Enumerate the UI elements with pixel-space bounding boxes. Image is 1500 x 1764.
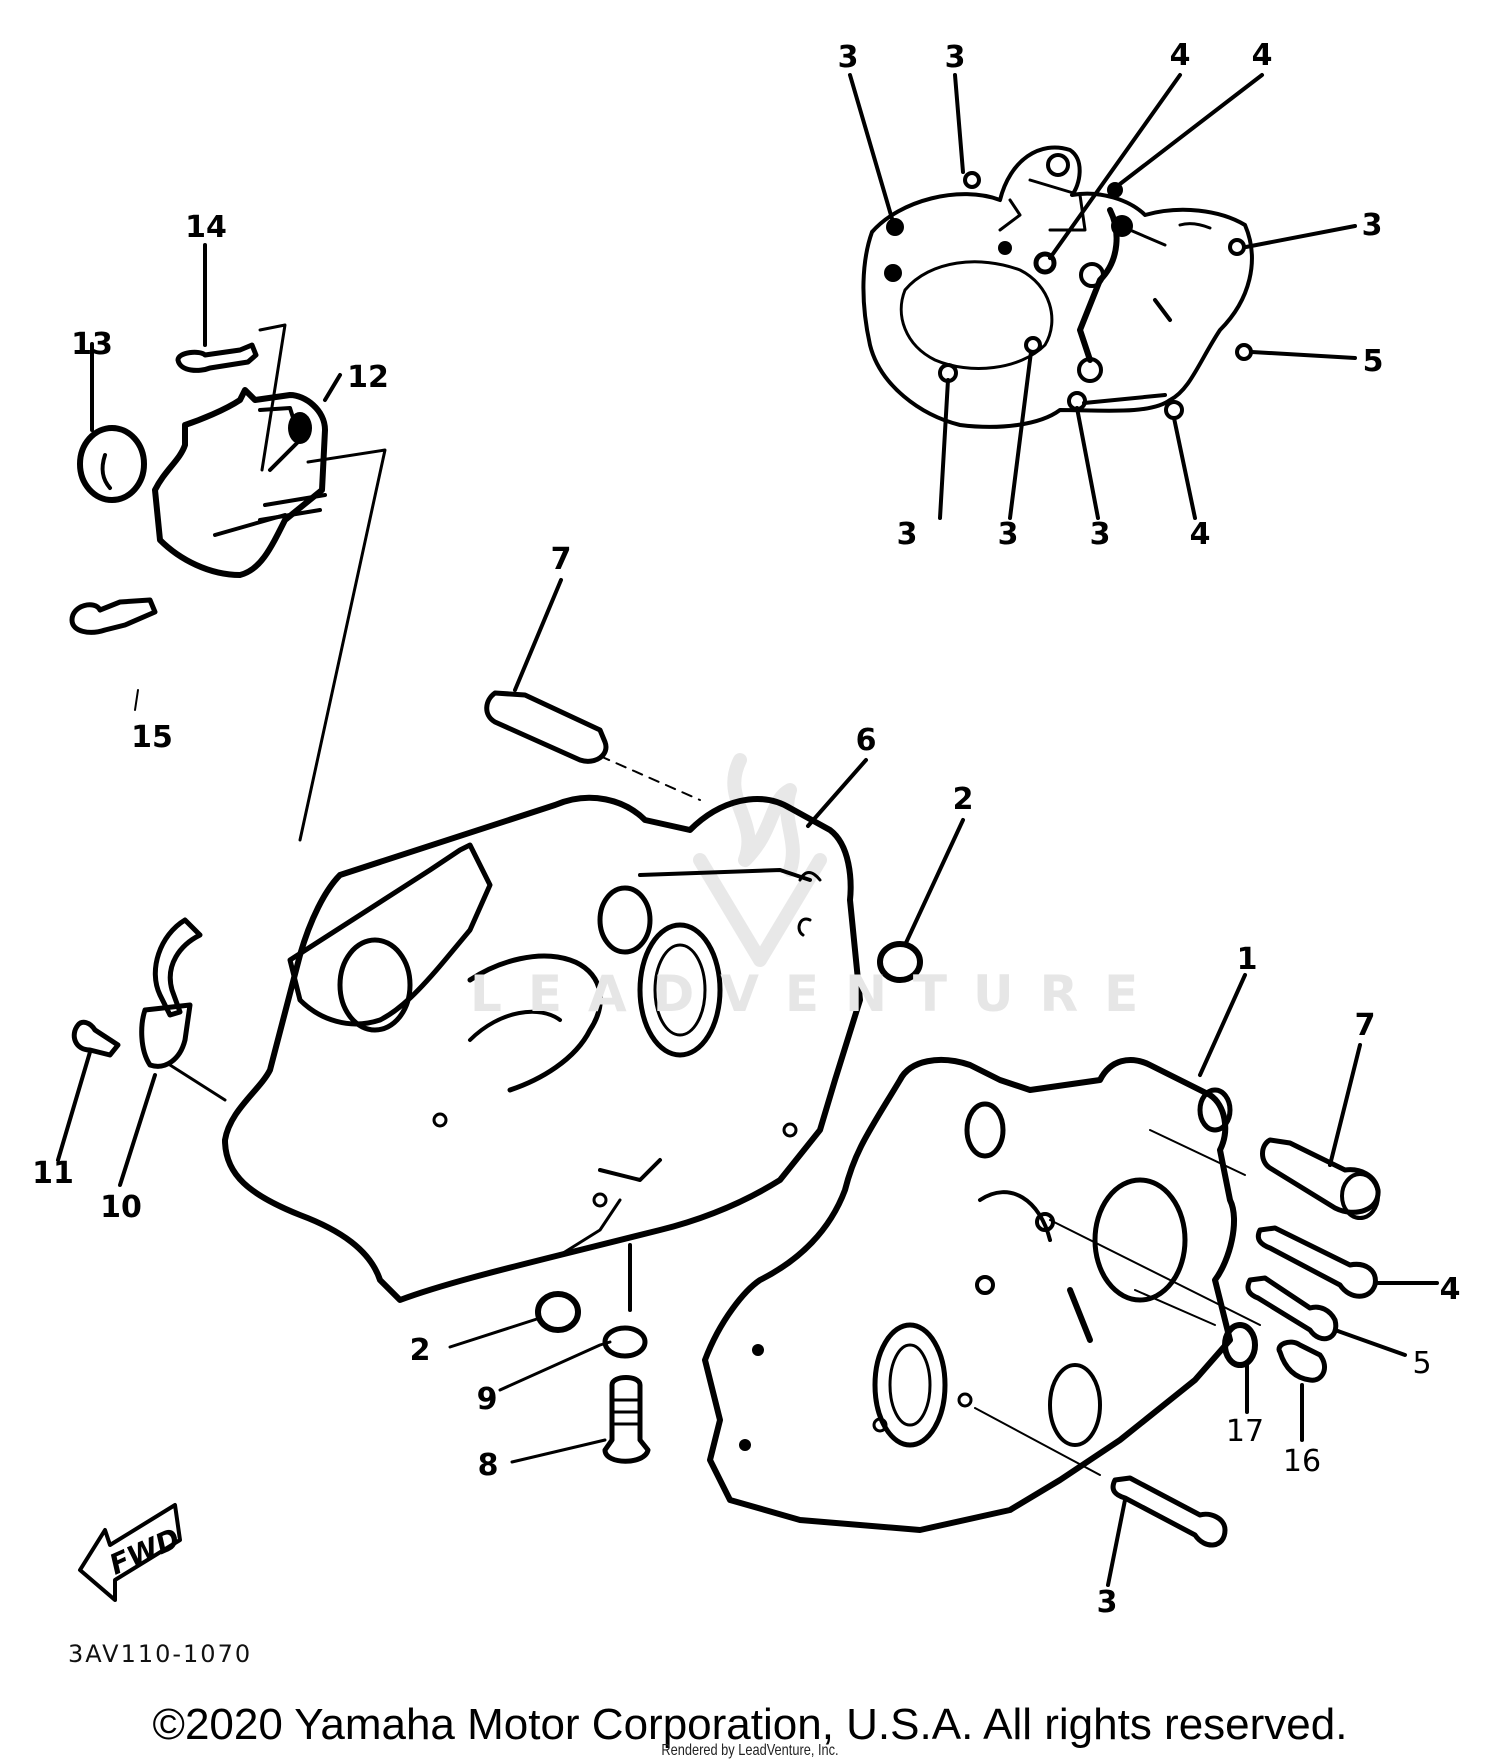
copyright-notice: ©2020 Yamaha Motor Corporation, U.S.A. A… [152,1700,1348,1749]
bolt-4 [1255,1225,1378,1299]
plug-2 [877,941,923,983]
callout-3[interactable]: 3 [1096,1585,1118,1620]
callout-3[interactable]: 3 [1089,517,1111,552]
callout-4[interactable]: 4 [1169,38,1191,73]
callout-10[interactable]: 10 [100,1190,142,1225]
callout-16[interactable]: 16 [1282,1444,1322,1479]
callout-5[interactable]: 5 [1362,344,1384,379]
bolt-11 [71,1019,121,1058]
callout-9[interactable]: 9 [476,1382,498,1417]
callout-4[interactable]: 4 [1251,38,1273,73]
rendered-by-notice: Rendered by LeadVenture, Inc. [661,1742,839,1759]
bolt-3-bottom [1110,1475,1228,1548]
bolt-16 [1276,1339,1327,1383]
callout-2[interactable]: 2 [952,782,974,817]
callout-3[interactable]: 3 [944,40,966,75]
crankcase-face-bolt-pattern [848,73,1357,520]
watermark-text: LEADVENTURE [470,965,1165,1023]
callout-8[interactable]: 8 [477,1448,499,1483]
washer-17 [1222,1322,1258,1368]
screw-15 [69,597,158,635]
callout-3[interactable]: 3 [837,40,859,75]
callout-13[interactable]: 13 [71,327,113,362]
callout-1[interactable]: 1 [1236,942,1258,977]
callout-2[interactable]: 2 [409,1333,431,1368]
callout-7[interactable]: 7 [550,542,572,577]
cover-assembly [69,243,387,842]
leader-lines-top-right [848,73,1357,520]
callout-14[interactable]: 14 [185,210,227,245]
callout-15[interactable]: 15 [131,720,173,755]
callout-11[interactable]: 11 [32,1156,74,1191]
callout-17[interactable]: 17 [1225,1414,1265,1449]
bolt-holes [884,182,1133,282]
diagram-part-code: 3AV110-1070 [68,1640,253,1668]
drain-bolt-8 [602,1375,651,1464]
shift-clip [152,917,203,1018]
callout-12[interactable]: 12 [347,360,389,395]
cap-13 [77,425,147,503]
plug-2-lower [535,1291,581,1333]
callout-5[interactable]: 5 [1412,1346,1432,1381]
leadventure-logo-watermark [693,753,827,967]
dowel-pin-7 [484,690,609,764]
callout-4[interactable]: 4 [1439,1272,1461,1307]
callout-3[interactable]: 3 [896,517,918,552]
callout-4[interactable]: 4 [1189,517,1211,552]
callout-3[interactable]: 3 [1361,208,1383,243]
callout-3[interactable]: 3 [997,517,1019,552]
left-crankcase-half-6 [56,578,965,1464]
callout-7[interactable]: 7 [1354,1008,1376,1043]
bolt-5 [1245,1275,1339,1342]
dowel-pin-7-right [1260,1137,1381,1215]
screw-14 [175,342,259,373]
cover-12 [152,387,328,578]
fwd-arrow-icon [78,1503,182,1602]
callout-6[interactable]: 6 [855,723,877,758]
right-crankcase-half-1 [702,973,1439,1587]
